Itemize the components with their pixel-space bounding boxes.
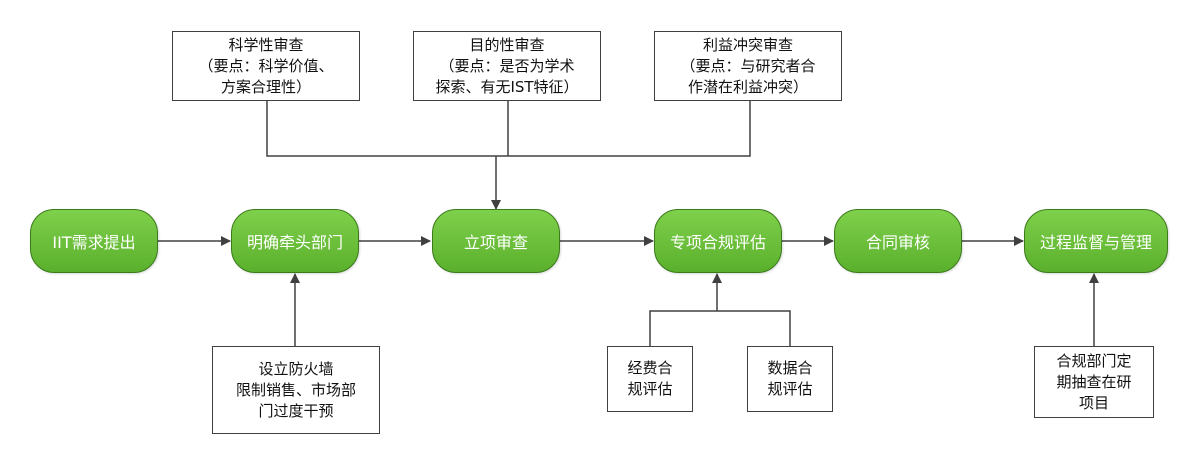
purpose-review-box: 目的性审查 （要点：是否为学术 探索、有无IST特征）	[413, 31, 601, 101]
firewall-line-1: 设立防火墙	[258, 359, 334, 378]
data-compliance-box: 数据合 规评估	[747, 346, 833, 412]
audit-line-3: 项目	[1078, 393, 1109, 412]
audit-line-1: 合规部门定	[1056, 351, 1132, 370]
scientific-review-box: 科学性审查 （要点：科学价值、 方案合理性）	[172, 31, 360, 101]
purpose-review-title: 目的性审查	[469, 35, 545, 54]
data-compliance-line-1: 数据合	[767, 359, 813, 377]
firewall-line-2: 限制销售、市场部	[235, 380, 356, 399]
step-contract-review: 合同审核	[834, 209, 962, 273]
step-project-review: 立项审查	[432, 209, 560, 273]
step-lead-department: 明确牵头部门	[231, 209, 359, 273]
scientific-review-line-1: （要点：科学价值、	[198, 56, 334, 75]
funding-compliance-line-2: 规评估	[627, 380, 673, 398]
conflict-review-title: 利益冲突审查	[702, 35, 793, 54]
scientific-review-line-2: 方案合理性）	[220, 77, 311, 96]
step-compliance-assessment: 专项合规评估	[654, 209, 782, 273]
firewall-box: 设立防火墙 限制销售、市场部 门过度干预	[212, 346, 380, 434]
step-process-monitoring: 过程监督与管理	[1024, 209, 1168, 273]
audit-box: 合规部门定 期抽查在研 项目	[1034, 346, 1154, 418]
funding-compliance-box: 经费合 规评估	[607, 346, 693, 412]
step-iit-request: IIT需求提出	[30, 209, 158, 273]
compliance-inputs-connector	[649, 310, 791, 346]
conflict-review-line-1: （要点：与研究者合	[680, 56, 816, 75]
conflict-review-line-2: 作潜在利益冲突）	[687, 77, 808, 96]
audit-line-2: 期抽查在研	[1056, 372, 1132, 391]
purpose-review-line-1: （要点：是否为学术	[439, 56, 575, 75]
firewall-line-3: 门过度干预	[258, 401, 334, 420]
scientific-review-title: 科学性审查	[228, 35, 304, 54]
funding-compliance-line-1: 经费合	[627, 359, 673, 377]
purpose-review-line-2: 探索、有无IST特征）	[435, 77, 579, 96]
conflict-review-box: 利益冲突审查 （要点：与研究者合 作潜在利益冲突）	[654, 31, 842, 101]
data-compliance-line-2: 规评估	[767, 380, 813, 398]
